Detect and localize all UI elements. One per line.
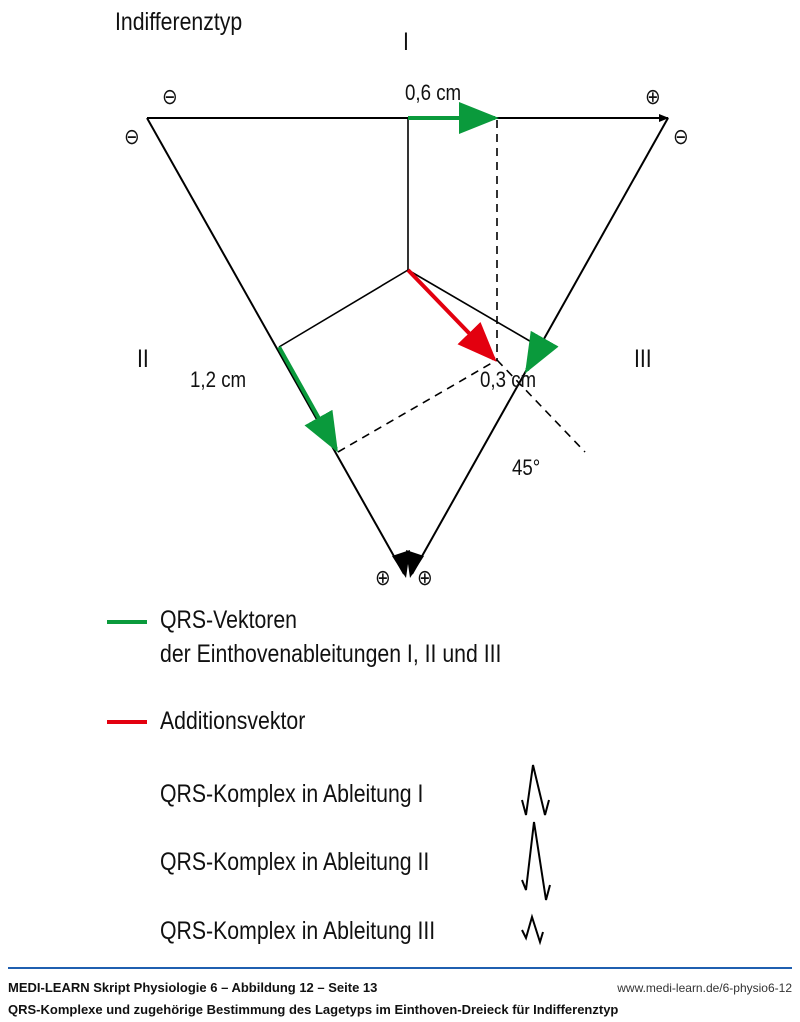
- lead-III-arrowhead: [406, 550, 424, 578]
- legend-red-label: Additionsvektor: [160, 707, 306, 735]
- lead-III-vector: [525, 330, 559, 374]
- angle-label: 45°: [512, 455, 541, 480]
- lead-III-amplitude: 0,3 cm: [480, 367, 537, 392]
- lead-II-amplitude: 1,2 cm: [190, 367, 247, 392]
- lead-III-label: III: [634, 345, 652, 373]
- plus-sign-icon: ⊕: [375, 565, 391, 590]
- lead-I-label: I: [403, 28, 409, 56]
- minus-sign-icon: ⊖: [162, 84, 178, 109]
- perpendiculars: [278, 118, 541, 348]
- legend-green-label-2: der Einthovenableitungen I, II und III: [160, 640, 502, 668]
- diagram-title: Indifferenztyp: [115, 8, 243, 36]
- footer-source: MEDI-LEARN Skript Physiologie 6 – Abbild…: [8, 980, 378, 995]
- qrs-lead-I-label: QRS-Komplex in Ableitung I: [160, 780, 424, 808]
- qrs-wave-lead-III: [521, 913, 544, 946]
- lead-I-amplitude: 0,6 cm: [405, 80, 462, 105]
- dashed-projections: [337, 120, 586, 453]
- lead-III-axis: [411, 117, 669, 575]
- qrs-wave-lead-I: [521, 764, 550, 816]
- minus-sign-icon: ⊖: [124, 124, 140, 149]
- footer-caption: QRS-Komplexe und zugehörige Bestimmung d…: [8, 1002, 619, 1017]
- qrs-waveforms: [521, 764, 551, 946]
- plus-sign-icon: ⊕: [645, 84, 661, 109]
- lead-II-axis: [146, 117, 405, 575]
- minus-sign-icon: ⊖: [673, 124, 689, 149]
- sum-vector: [406, 268, 497, 362]
- lead-II-arrowhead: [392, 550, 410, 578]
- footer-url[interactable]: www.medi-learn.de/6-physio6-12: [617, 981, 792, 995]
- plus-sign-icon: ⊕: [417, 565, 433, 590]
- qrs-lead-II-label: QRS-Komplex in Ableitung II: [160, 848, 430, 876]
- footer-divider: [8, 967, 792, 969]
- legend-green-label: QRS-Vektoren: [160, 606, 298, 634]
- qrs-wave-lead-II: [521, 821, 551, 901]
- lead-II-label: II: [137, 345, 149, 373]
- qrs-lead-III-label: QRS-Komplex in Ableitung III: [160, 917, 436, 945]
- lead-II-vector: [277, 346, 338, 453]
